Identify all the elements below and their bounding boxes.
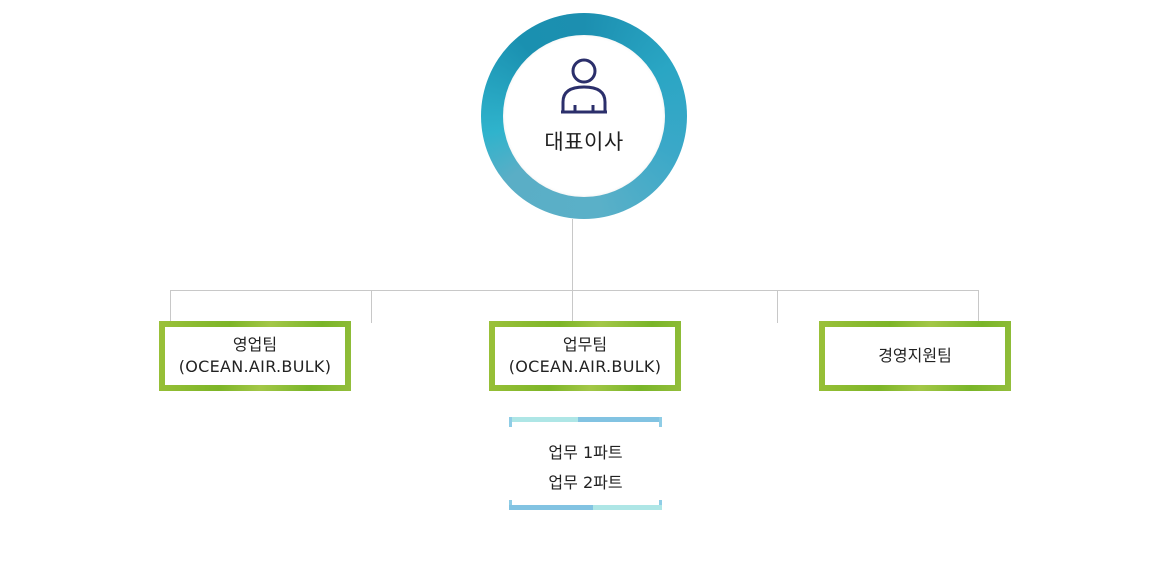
bracket-top — [509, 417, 662, 422]
bracket-tick — [509, 417, 512, 427]
ceo-node[interactable] — [503, 35, 665, 197]
connector-drop-2 — [371, 290, 372, 323]
team-sales[interactable]: 영업팀 (OCEAN.AIR.BULK) — [159, 321, 351, 391]
connector-drop-4 — [777, 290, 778, 323]
team-name: 영업팀 — [232, 335, 278, 354]
team-management-support[interactable]: 경영지원팀 — [819, 321, 1011, 391]
person-icon — [561, 58, 607, 114]
team-sales-inner: 영업팀 (OCEAN.AIR.BULK) — [165, 327, 345, 385]
connector-drop-5 — [978, 290, 979, 322]
connector-drop-3 — [572, 290, 573, 322]
bracket-tick — [659, 417, 662, 427]
part-item-2[interactable]: 업무 2파트 — [548, 473, 623, 492]
team-name: 경영지원팀 — [878, 346, 952, 365]
team-management-support-inner: 경영지원팀 — [825, 327, 1005, 385]
part-item-1[interactable]: 업무 1파트 — [548, 443, 623, 462]
team-operations[interactable]: 업무팀 (OCEAN.AIR.BULK) — [489, 321, 681, 391]
connector-trunk — [572, 219, 573, 291]
operations-parts-box: 업무 1파트 업무 2파트 — [509, 417, 662, 510]
bracket-bottom — [509, 505, 662, 510]
team-operations-inner: 업무팀 (OCEAN.AIR.BULK) — [495, 327, 675, 385]
team-subtitle: (OCEAN.AIR.BULK) — [178, 357, 332, 376]
ceo-label: 대표이사 — [544, 130, 624, 154]
team-subtitle: (OCEAN.AIR.BULK) — [508, 357, 662, 376]
team-name: 업무팀 — [562, 335, 608, 354]
connector-drop-1 — [170, 290, 171, 322]
connector-horizontal — [170, 290, 979, 291]
